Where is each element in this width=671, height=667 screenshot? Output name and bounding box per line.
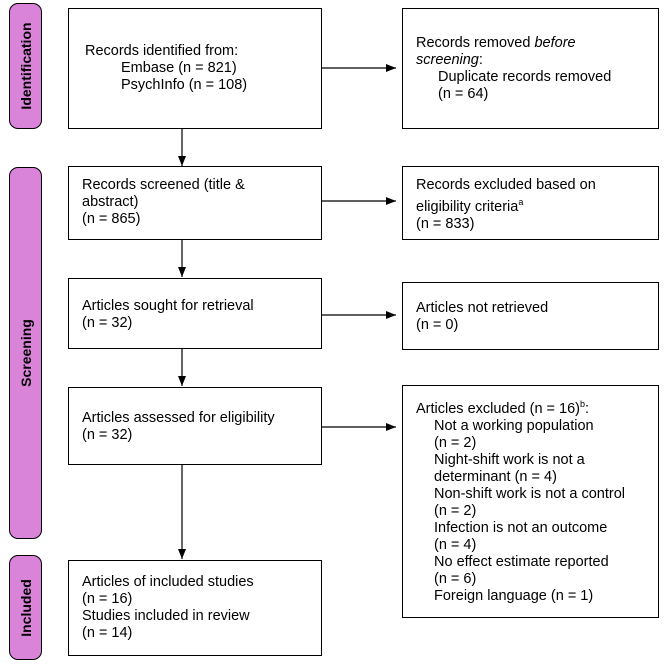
screened-count: (n = 865) bbox=[82, 211, 141, 227]
excluded-reason: Foreign language (n = 1) bbox=[434, 587, 594, 604]
excluded-heading: Articles excluded (n = 16)b: bbox=[416, 396, 658, 418]
box-articles-excluded: Articles excluded (n = 16)b: Not a worki… bbox=[402, 385, 659, 618]
excluded-reason-count: (n = 2) bbox=[434, 434, 477, 451]
included-count2: (n = 14) bbox=[82, 625, 133, 641]
removed-count: (n = 64) bbox=[438, 86, 489, 102]
assessed-count: (n = 32) bbox=[82, 427, 133, 443]
not-retrieved-count: (n = 0) bbox=[416, 317, 459, 333]
excluded-criteria-count: (n = 833) bbox=[416, 215, 475, 232]
box-included: Articles of included studies (n = 16) St… bbox=[68, 560, 322, 656]
box-records-screened: Records screened (title & abstract) (n =… bbox=[68, 166, 322, 240]
removed-duplicates: Duplicate records removed bbox=[438, 69, 612, 85]
removed-line1-emph: before bbox=[534, 35, 576, 51]
excluded-reason: Non-shift work is not a control bbox=[434, 485, 625, 502]
screened-line2: abstract) bbox=[82, 194, 139, 210]
footnote-b: b bbox=[580, 399, 586, 409]
excluded-reason-count: (n = 4) bbox=[434, 536, 477, 553]
removed-line2-colon: : bbox=[478, 52, 483, 68]
sought-line1: Articles sought for retrieval bbox=[82, 298, 254, 314]
box-articles-not-retrieved: Articles not retrieved (n = 0) bbox=[402, 282, 659, 350]
identified-embase: Embase (n = 821) bbox=[121, 60, 237, 76]
removed-line1: Records removed before bbox=[416, 35, 658, 52]
phase-included: Included bbox=[9, 555, 42, 660]
box-records-excluded: Records excluded based on eligibility cr… bbox=[402, 166, 659, 240]
removed-line2: screening: bbox=[416, 52, 658, 69]
excluded-reason: Not a working population bbox=[434, 417, 594, 434]
phase-screening: Screening bbox=[9, 167, 42, 539]
excluded-heading-colon: : bbox=[585, 400, 590, 417]
included-count1: (n = 16) bbox=[82, 591, 133, 607]
box-records-identified: Records identified from: Embase (n = 821… bbox=[68, 8, 322, 129]
excluded-reason-count: (n = 6) bbox=[434, 570, 477, 587]
sought-count: (n = 32) bbox=[82, 315, 133, 331]
box-articles-sought: Articles sought for retrieval (n = 32) bbox=[68, 278, 322, 349]
excluded-criteria-line1: Records excluded based on bbox=[416, 177, 596, 193]
excluded-reason-count: (n = 2) bbox=[434, 502, 477, 519]
excluded-reason: No effect estimate reported bbox=[434, 553, 609, 570]
excluded-reason-count: determinant (n = 4) bbox=[434, 468, 557, 485]
removed-line2-emph: screening bbox=[416, 52, 479, 68]
excluded-criteria-text: eligibility criteria bbox=[416, 198, 519, 215]
phase-identification: Identification bbox=[9, 3, 42, 129]
removed-line1-text: Records removed bbox=[416, 35, 535, 51]
footnote-a: a bbox=[518, 197, 524, 207]
not-retrieved-line1: Articles not retrieved bbox=[416, 300, 549, 316]
included-line1: Articles of included studies bbox=[82, 574, 254, 590]
identified-psychinfo: PsychInfo (n = 108) bbox=[121, 77, 248, 93]
excluded-reason: Night-shift work is not a bbox=[434, 451, 585, 468]
identified-heading: Records identified from: bbox=[85, 43, 239, 59]
assessed-line1: Articles assessed for eligibility bbox=[82, 410, 275, 426]
box-articles-assessed: Articles assessed for eligibility (n = 3… bbox=[68, 387, 322, 465]
excluded-heading-text: Articles excluded (n = 16) bbox=[416, 400, 581, 417]
screened-line1: Records screened (title & bbox=[82, 177, 245, 193]
excluded-criteria-line2: eligibility criteriaa bbox=[416, 194, 658, 216]
included-line3: Studies included in review bbox=[82, 608, 250, 624]
excluded-reason: Infection is not an outcome bbox=[434, 519, 608, 536]
box-records-removed: Records removed before screening: Duplic… bbox=[402, 8, 659, 129]
